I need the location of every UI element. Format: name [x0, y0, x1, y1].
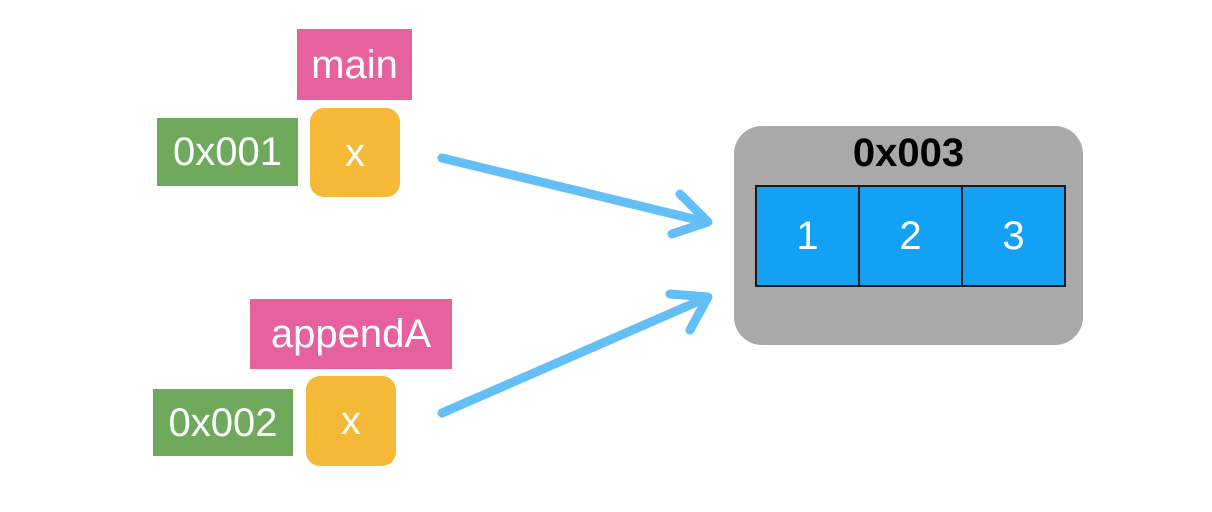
heap-array-box: 0x003 1 2 3: [734, 126, 1083, 345]
array-cells: 1 2 3: [755, 185, 1066, 287]
main-frame-label: main: [297, 29, 412, 100]
append-variable-x: x: [306, 376, 396, 466]
append-address-label: 0x002: [153, 389, 293, 456]
main-variable-x: x: [310, 108, 400, 197]
arrow-main-to-heap: [437, 153, 711, 227]
arrowhead-main: [667, 189, 713, 239]
arrowhead-append: [665, 289, 713, 335]
main-address-label: 0x001: [157, 118, 298, 186]
heap-address: 0x003: [852, 131, 965, 175]
append-frame-label: appendA: [250, 299, 452, 369]
arrow-append-to-heap: [437, 293, 711, 418]
array-cell: 3: [961, 185, 1066, 287]
array-cell: 2: [858, 185, 963, 287]
array-cell: 1: [755, 185, 860, 287]
